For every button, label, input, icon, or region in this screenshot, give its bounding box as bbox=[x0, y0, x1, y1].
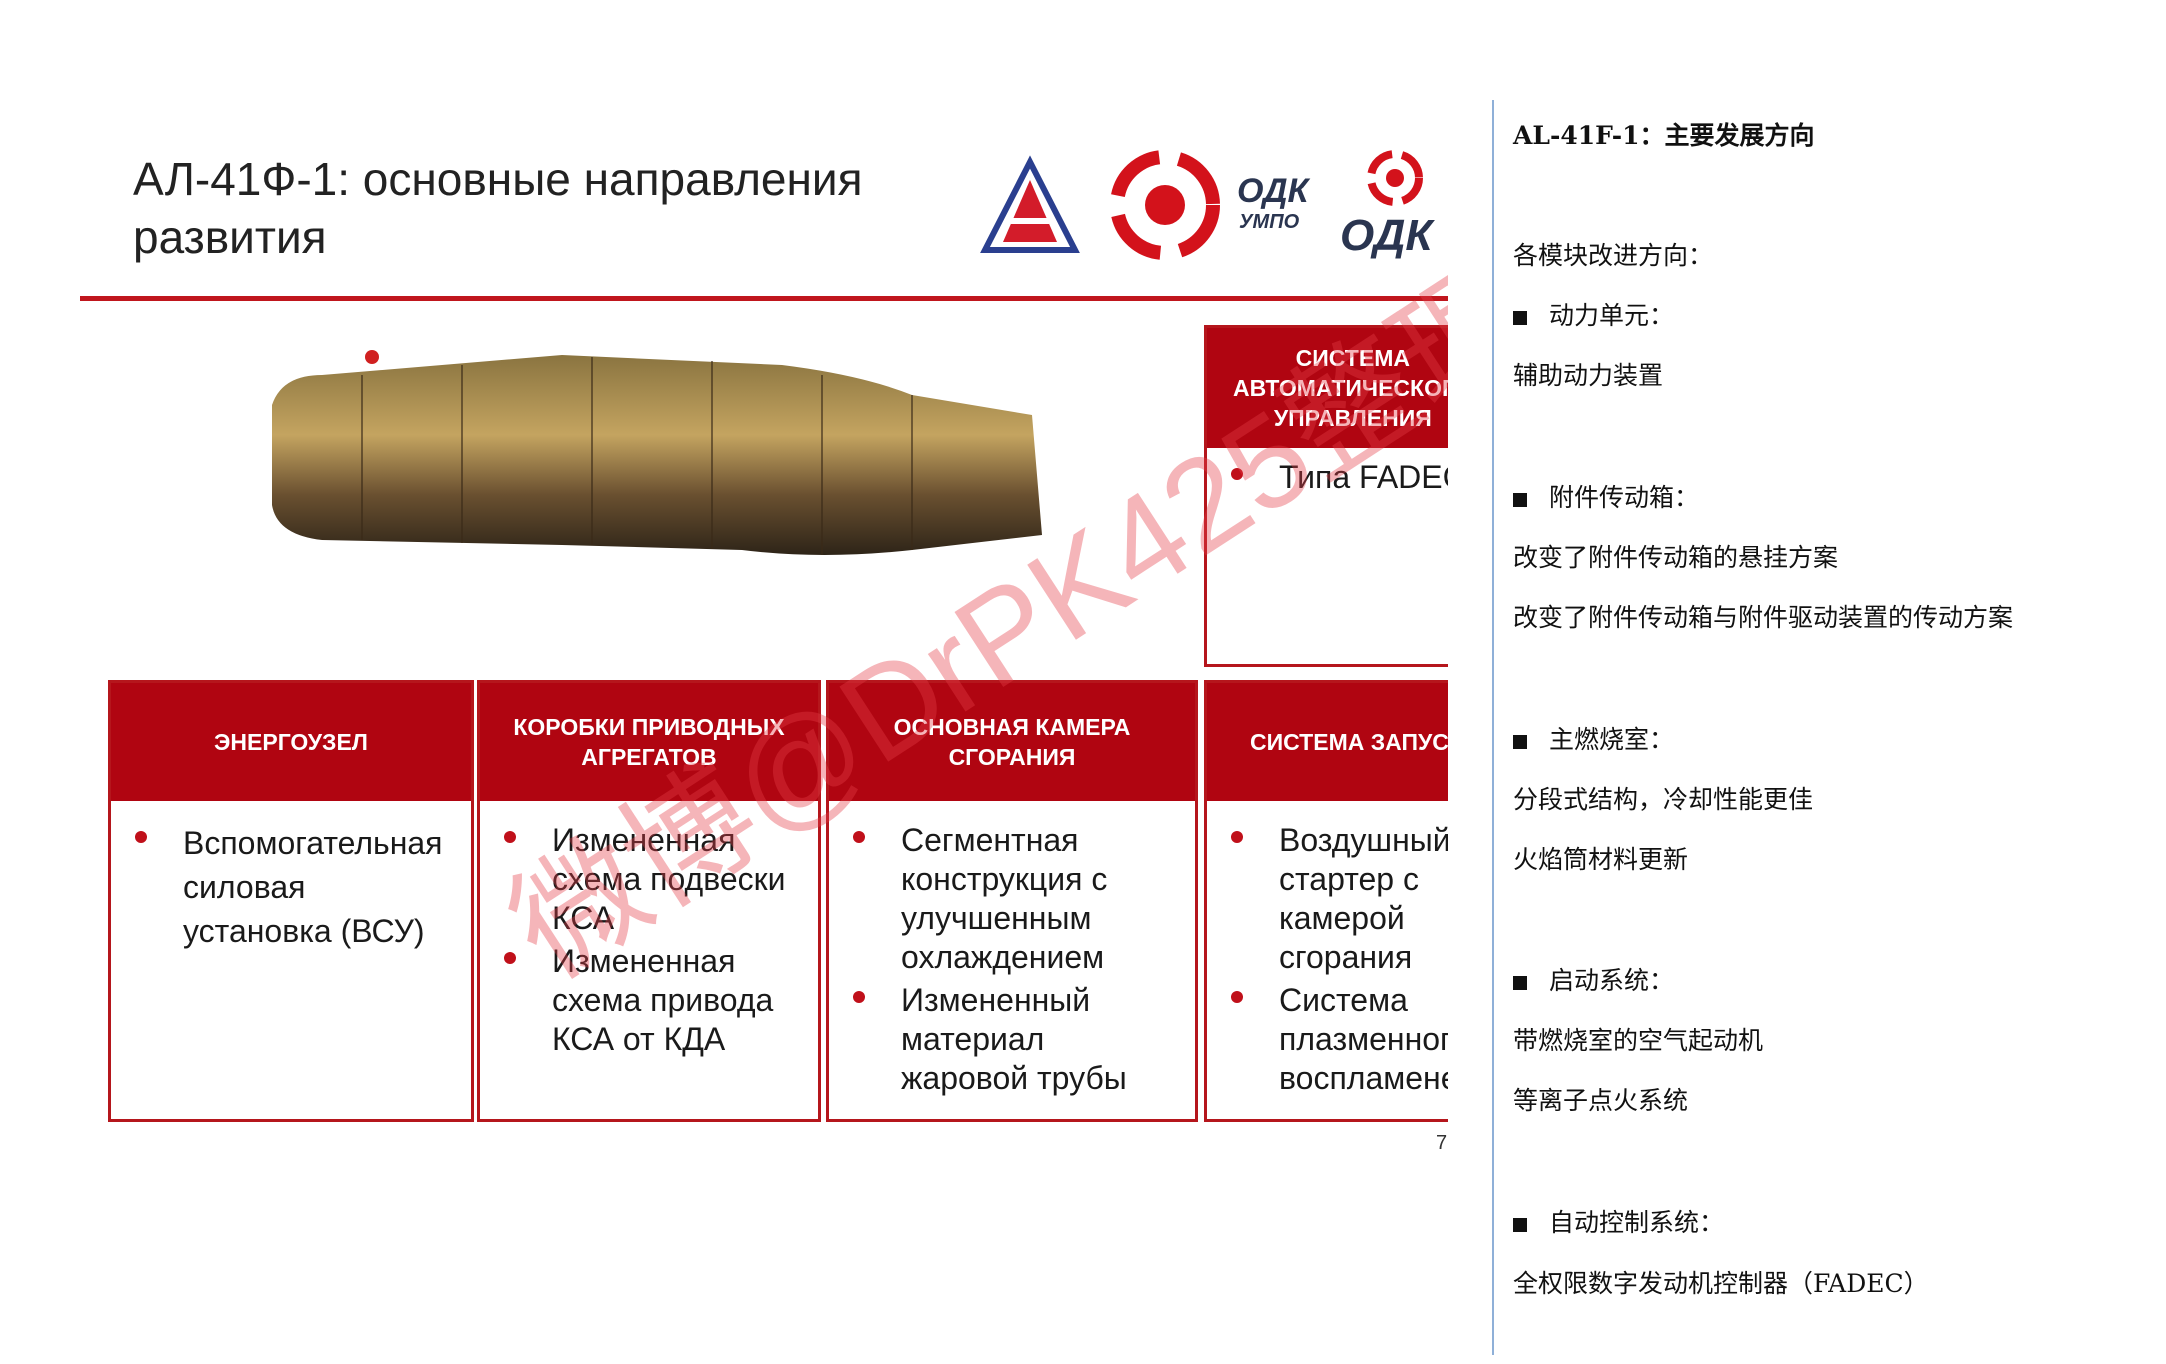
slide-title: АЛ-41Ф-1: основные направления развития bbox=[133, 153, 863, 263]
bullet-square-icon bbox=[1513, 734, 1527, 749]
section-title: 主燃烧室： bbox=[1549, 725, 1675, 754]
section-item: 改变了附件传动箱与附件驱动装置的传动方案 bbox=[1513, 603, 2014, 632]
card-title: ОСНОВНАЯ КАМЕРА СГОРАНИЯ bbox=[829, 683, 1195, 801]
card-energy-unit: ЭНЕРГОУЗЕЛ Вспомогательная силовая устан… bbox=[108, 680, 474, 1122]
section-item: 改变了附件传动箱的悬挂方案 bbox=[1513, 543, 1839, 572]
notes-intro: 各模块改进方向： bbox=[1513, 241, 1714, 270]
card-title: КОРОБКИ ПРИВОДНЫХ АГРЕГАТОВ bbox=[480, 683, 818, 801]
card-bullet: Измененная схема привода КСА от КДА bbox=[494, 942, 808, 1059]
card-title: ЭНЕРГОУЗЕЛ bbox=[111, 683, 471, 801]
page-number: 7 bbox=[1436, 1132, 1448, 1154]
slide: АЛ-41Ф-1: основные направления развития … bbox=[80, 150, 1448, 1154]
section-item: 分段式结构，冷却性能更佳 bbox=[1513, 785, 1814, 814]
section-title: 启动系统： bbox=[1549, 966, 1675, 995]
logos: ОДК УМПО ОДК bbox=[980, 150, 1435, 260]
card-control-system: СИСТЕМА АВТОМАТИЧЕСКОГО УПРАВЛЕНИЯ Типа … bbox=[1204, 325, 1448, 667]
lyulka-logo-icon bbox=[980, 155, 1080, 253]
odk-emblem-icon bbox=[1110, 150, 1220, 260]
bullet-square-icon bbox=[1513, 310, 1527, 325]
section-item: 带燃烧室的空气起动机 bbox=[1513, 1026, 1764, 1055]
card-title: СИСТЕМА ЗАПУСКА bbox=[1207, 683, 1448, 801]
card-bullet: Типа FADEC bbox=[1221, 458, 1448, 497]
svg-text:УМПО: УМПО bbox=[1239, 211, 1300, 233]
section-title: 自动控制系统： bbox=[1549, 1208, 1725, 1237]
notes-heading: AL-41F-1：主要发展方向 bbox=[1513, 121, 1815, 150]
card-gearboxes: КОРОБКИ ПРИВОДНЫХ АГРЕГАТОВ Измененная с… bbox=[477, 680, 821, 1122]
card-bullet: Воздушный стартер с камерой сгорания bbox=[1221, 821, 1448, 977]
bullet-square-icon bbox=[1513, 492, 1527, 507]
section-title: 动力单元： bbox=[1549, 301, 1675, 330]
title-divider bbox=[80, 296, 1448, 301]
section-title: 附件传动箱： bbox=[1549, 483, 1700, 512]
card-title: СИСТЕМА АВТОМАТИЧЕСКОГО УПРАВЛЕНИЯ bbox=[1207, 328, 1448, 448]
card-bullet: Вспомогательная силовая установка (ВСУ) bbox=[125, 821, 461, 953]
odk-logo: ОДК bbox=[1340, 211, 1435, 260]
bullet-square-icon bbox=[1513, 1217, 1527, 1232]
card-combustor: ОСНОВНАЯ КАМЕРА СГОРАНИЯ Сегментная конс… bbox=[826, 680, 1198, 1122]
card-start-system: СИСТЕМА ЗАПУСКА Воздушный стартер с каме… bbox=[1204, 680, 1448, 1122]
engine-photo bbox=[272, 350, 1042, 555]
section-item: 全权限数字发动机控制器（FADEC） bbox=[1513, 1269, 1929, 1298]
section-item: 等离子点火系统 bbox=[1513, 1086, 1689, 1115]
card-bullet: Измененный материал жаровой трубы bbox=[843, 981, 1185, 1098]
section-item: 辅助动力装置 bbox=[1513, 361, 1664, 390]
card-bullet: Сегментная конструкция с улучшенным охла… bbox=[843, 821, 1185, 977]
margin-divider bbox=[1492, 100, 1494, 1355]
odk-small-emblem-icon bbox=[1367, 150, 1423, 206]
card-bullet: Система плазменного воспламенения bbox=[1221, 981, 1448, 1098]
bullet-square-icon bbox=[1513, 975, 1527, 990]
section-item: 火焰筒材料更新 bbox=[1513, 845, 1689, 874]
card-bullet: Измененная схема подвески КСА bbox=[494, 821, 808, 938]
odk-ummpo-logo: ОДК bbox=[1237, 172, 1311, 210]
